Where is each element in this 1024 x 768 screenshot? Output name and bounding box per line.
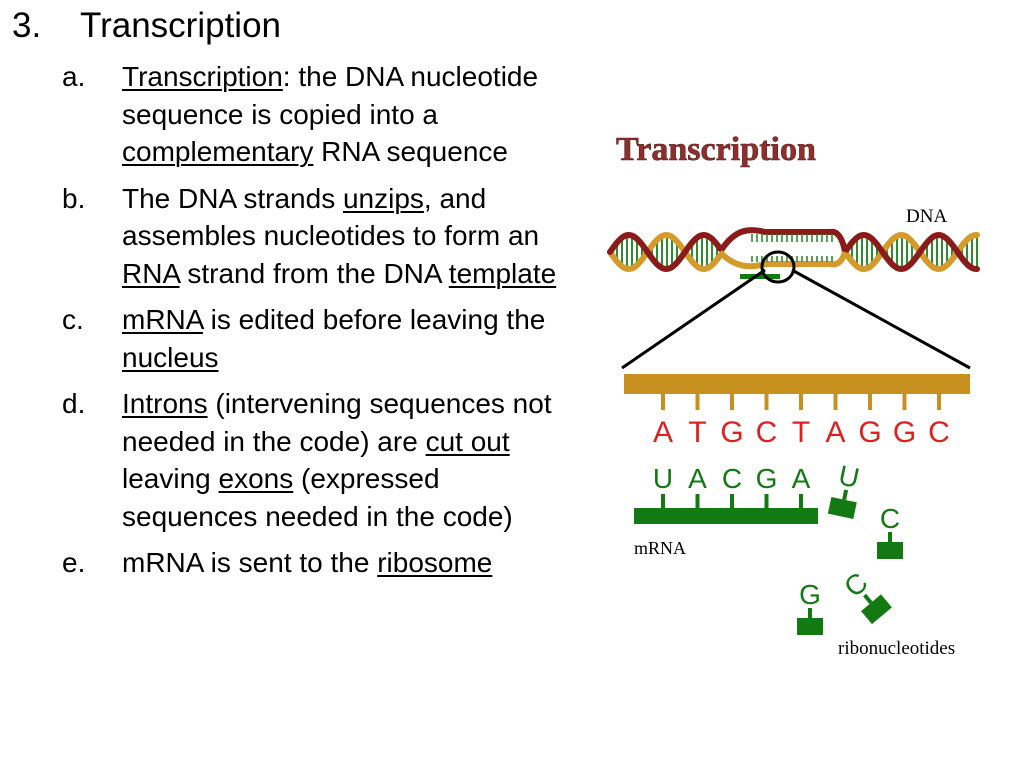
list-item-text: The DNA strands unzips, and assembles nu… [122,180,582,293]
text-run: (expressed sequences needed in the code) [122,463,513,532]
ribonucleotide-base: U [836,459,862,494]
list-marker: c. [62,304,84,335]
text-run: (intervening sequences not needed in the… [122,388,552,457]
dna-backbone-open [717,227,848,254]
key-term: exons [218,463,294,494]
key-term: cut out [425,425,510,457]
dna-backbone [842,231,980,273]
ribonucleotide-phosphate [797,618,823,635]
list-item-text: Introns (intervening sequences not neede… [122,385,582,535]
list-item-text: mRNA is edited before leaving the nucleu… [122,301,582,376]
heading-number: 3. [12,6,42,45]
key-term: Transcription [122,61,283,92]
ribonucleotide-phosphate [827,496,857,520]
mrna-base: G [756,463,778,494]
key-term: Introns [122,388,208,419]
ribonucleotide-stub [842,489,849,501]
template-base: G [720,416,743,449]
key-term: RNA [122,257,180,289]
template-backbone [624,374,970,394]
ribonucleotide: C [877,503,903,559]
dna-backbone [607,231,723,273]
mrna-base: A [792,463,811,494]
list-marker: e. [62,547,86,578]
key-term: mRNA [122,304,203,335]
dna-helix [607,227,980,279]
dna-label: DNA [906,206,947,227]
list-marker: a. [62,61,86,92]
list-item-text: mRNA is sent to the ribosome [122,544,582,582]
list-marker: b. [62,182,86,214]
list-item: a. Transcription: the DNA nucleotide sequ… [62,58,582,171]
text-run: RNA sequence [313,136,508,167]
ribonucleotide-base: G [799,579,821,610]
list-item: c. mRNA is edited before leaving the nucl… [62,301,582,376]
key-term: unzips [342,182,424,214]
text-run: strand from the DNA [179,257,449,289]
text-run: is edited before leaving the [202,304,546,335]
ribonucleotide-phosphate [877,542,903,559]
template-base: C [928,416,950,449]
text-run: leaving [122,463,219,494]
text-run: : the DNA nucleotide sequence is copied … [122,61,539,130]
key-term: nucleus [122,341,219,373]
ribonucleotide: C [838,566,892,625]
zoom-line-right [791,268,971,370]
list-item: b. The DNA strands unzips, and assembles … [62,180,582,293]
mrna-backbone [634,508,818,524]
list-marker: d. [62,388,86,419]
slide-heading: 3. Transcription [12,5,281,47]
list-item: d. Introns (intervening sequences not nee… [62,385,582,535]
list-item: e. mRNA is sent to the ribosome [62,544,582,582]
heading-title: Transcription [80,6,281,45]
template-base: A [653,416,673,449]
dna-backbone-open [717,249,848,270]
list-item-text: Transcription: the DNA nucleotide sequen… [122,58,582,171]
template-base: T [688,416,706,449]
key-term: template [448,257,557,289]
template-base: A [825,416,845,449]
key-term: complementary [122,136,314,167]
key-term: ribosome [377,547,493,578]
dna-backbone [607,231,723,273]
ribonucleotide: G [797,579,823,635]
diagram-title: Transcription [616,131,816,168]
mrna-label: mRNA [634,538,686,558]
mrna-base: C [722,463,742,494]
text-run: , and assembles nucleotides to form an [122,182,540,252]
ribonucleotide-stub [863,593,873,605]
template-base: G [893,416,916,449]
zoom-circle [760,250,796,284]
zoom-line-left [621,268,766,370]
dna-backbone [842,231,980,273]
mrna-base: U [653,463,673,494]
template-base: G [858,416,881,449]
nascent-rna [740,274,780,279]
mrna-base: A [688,463,707,494]
bullet-list: a. Transcription: the DNA nucleotide sequ… [62,58,582,591]
ribonucleotide-base: C [880,503,900,534]
template-base: C [756,416,778,449]
text-run: mRNA is sent to the [122,547,378,578]
template-base: T [792,416,810,449]
ribonucleotide: U [827,459,862,520]
ribonucleotide-phosphate [861,594,892,625]
ribonucleotides-label: ribonucleotides [838,638,955,659]
text-run: The DNA strands [122,182,343,214]
